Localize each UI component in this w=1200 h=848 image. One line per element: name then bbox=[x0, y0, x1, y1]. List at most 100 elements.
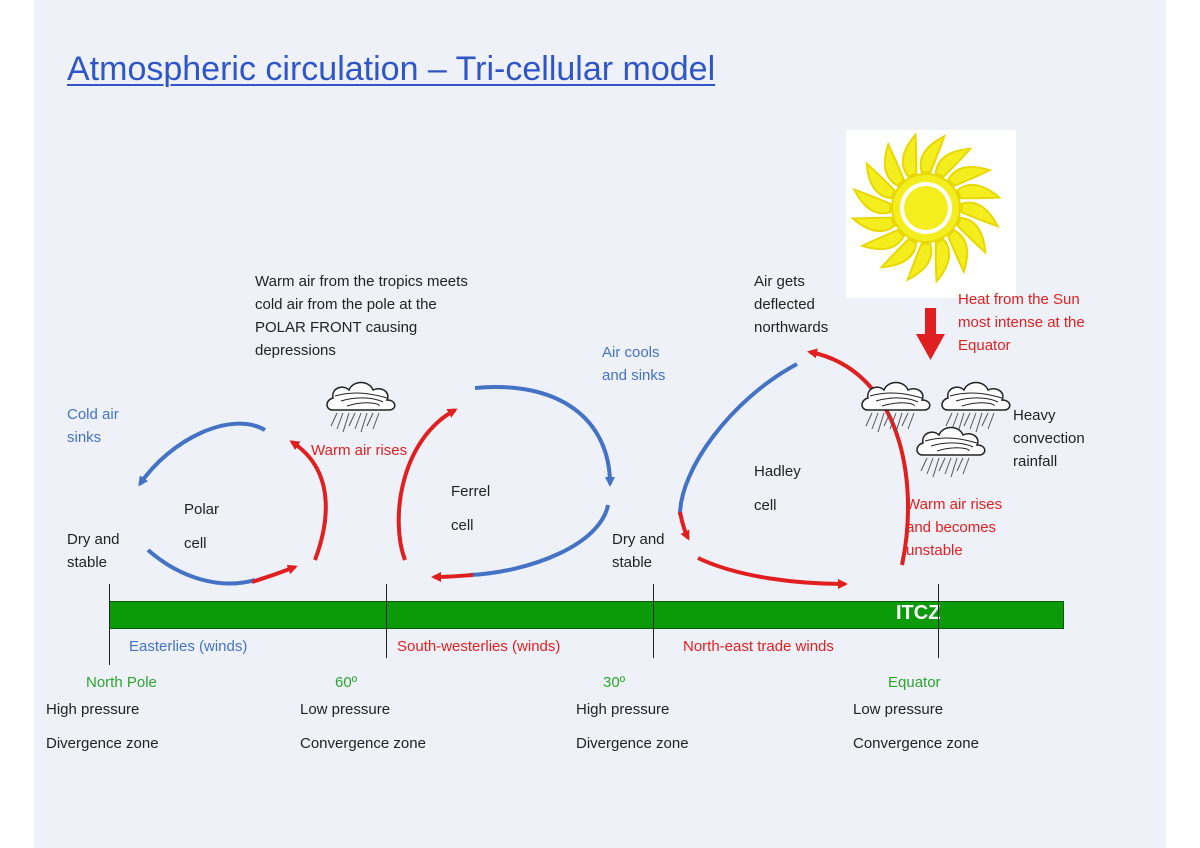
pressure-60: Low pressure bbox=[300, 701, 391, 718]
sun-ray bbox=[919, 134, 947, 174]
cell-label-line: cell bbox=[184, 535, 207, 552]
note-line: stable bbox=[67, 554, 108, 571]
sun-heat-note: Heat from the Sun most intense at the Eq… bbox=[958, 288, 1085, 357]
note-line: northwards bbox=[754, 319, 829, 336]
cloud-contour bbox=[340, 397, 384, 403]
polar-cell-surface-flow bbox=[146, 548, 256, 586]
note-line: cold air from the pole at the bbox=[255, 296, 437, 313]
deflected-note: Air gets deflected northwards bbox=[754, 270, 828, 339]
rain-streak bbox=[962, 457, 970, 475]
cloud-contour bbox=[930, 442, 974, 448]
cloud-contour bbox=[949, 392, 1003, 399]
sun-image bbox=[846, 130, 1016, 298]
sun-ray bbox=[934, 238, 951, 284]
rain-streak bbox=[981, 412, 989, 427]
hadley-cell-sinking-warm bbox=[678, 511, 690, 541]
sun-ray bbox=[946, 165, 993, 187]
note-line: Dry and bbox=[612, 531, 665, 548]
cold-air-note: Cold air sinks bbox=[67, 403, 119, 449]
sun-ray bbox=[852, 187, 892, 215]
note-line: POLAR FRONT causing bbox=[255, 319, 418, 336]
rain-streak bbox=[366, 412, 374, 427]
ferrel-cell-upper-flow bbox=[474, 385, 615, 487]
sun-ray bbox=[859, 229, 906, 251]
note-line: sinks bbox=[67, 429, 102, 446]
cloud-contour bbox=[955, 397, 999, 403]
equator-tick bbox=[938, 584, 939, 658]
sun-ray bbox=[879, 238, 918, 269]
hadley-cell-rising-arrow bbox=[807, 348, 911, 566]
note-line: Air gets bbox=[754, 273, 805, 290]
cloud-contour bbox=[334, 392, 388, 399]
cloud-contour bbox=[936, 447, 970, 452]
sun-ray bbox=[901, 132, 918, 178]
sun-ray bbox=[865, 161, 896, 200]
warm-air-rises-note: Warm air rises bbox=[311, 442, 408, 459]
zone-30: Divergence zone bbox=[576, 735, 689, 752]
note-line: Warm air rises bbox=[906, 496, 1003, 513]
sun-ray bbox=[947, 228, 969, 275]
rain-streak bbox=[348, 412, 356, 427]
sixty-degree-tick bbox=[386, 584, 387, 658]
pressure-equator: Low pressure bbox=[853, 701, 944, 718]
cloud-contour bbox=[961, 402, 995, 407]
rain-streak bbox=[932, 457, 940, 478]
rain-streak bbox=[920, 457, 928, 472]
note-line: convection bbox=[1013, 430, 1085, 447]
rain-cloud-icon bbox=[326, 381, 396, 433]
cell-label-line: Ferrel bbox=[451, 483, 491, 500]
sun-ray bbox=[934, 147, 973, 178]
hadley-cell-surface-flow bbox=[697, 556, 848, 589]
note-line: Dry and bbox=[67, 531, 120, 548]
thirty-degree-tick bbox=[653, 584, 654, 658]
latitude-equator: Equator bbox=[888, 674, 941, 691]
hadley-cell-upper-flow bbox=[678, 362, 798, 516]
cloud-contour bbox=[869, 392, 923, 399]
cell-label-line: Polar bbox=[184, 501, 220, 518]
note-line: most intense at the bbox=[958, 314, 1085, 331]
pressure-30: High pressure bbox=[576, 701, 670, 718]
cloud-shape bbox=[916, 426, 986, 456]
dry-stable-left-note: Dry and stable bbox=[67, 528, 120, 574]
itcz-label: ITCZ bbox=[896, 602, 941, 624]
trade-winds-label: North-east trade winds bbox=[683, 638, 834, 655]
rain-streak bbox=[944, 457, 952, 475]
cloud-shape bbox=[861, 381, 931, 411]
note-line: Air cools bbox=[602, 344, 660, 361]
rain-streak bbox=[354, 412, 362, 430]
cell-label-line: cell bbox=[754, 497, 777, 514]
rain-streak bbox=[938, 457, 946, 472]
rain-streak bbox=[889, 412, 897, 430]
rain-streak bbox=[372, 412, 380, 430]
rain-streak bbox=[907, 412, 915, 430]
latitude-north-pole: North Pole bbox=[86, 674, 157, 691]
sun-ray bbox=[883, 141, 905, 188]
note-line: Cold air bbox=[67, 406, 119, 423]
rain-streak bbox=[963, 412, 971, 427]
easterlies-label: Easterlies (winds) bbox=[129, 638, 248, 655]
rain-streak bbox=[987, 412, 995, 430]
ferrel-cell-surface-warm bbox=[431, 571, 474, 582]
sun-ray bbox=[960, 201, 1000, 229]
air-cools-note: Air cools and sinks bbox=[602, 341, 665, 387]
cloud-contour bbox=[875, 397, 919, 403]
rain-streak bbox=[871, 412, 879, 430]
zone-equator: Convergence zone bbox=[853, 735, 979, 752]
note-line: unstable bbox=[906, 542, 963, 559]
rain-streak bbox=[975, 412, 983, 433]
north-pole-tick bbox=[109, 584, 110, 665]
cloud-contour bbox=[346, 402, 380, 407]
rain-streak bbox=[969, 412, 977, 430]
note-line: Heavy bbox=[1013, 407, 1056, 424]
rain-streak bbox=[945, 412, 953, 427]
cloud-contour bbox=[924, 437, 978, 444]
polar-cell-sinking-arrow bbox=[138, 421, 266, 487]
cloud-contour bbox=[881, 402, 915, 407]
note-line: and becomes bbox=[906, 519, 997, 536]
rain-streak bbox=[951, 412, 959, 430]
rain-streak bbox=[956, 457, 964, 472]
sun-ray bbox=[850, 216, 896, 233]
latitude-30: 30º bbox=[603, 674, 626, 691]
latitude-60: 60º bbox=[335, 674, 358, 691]
note-line: deflected bbox=[754, 296, 815, 313]
